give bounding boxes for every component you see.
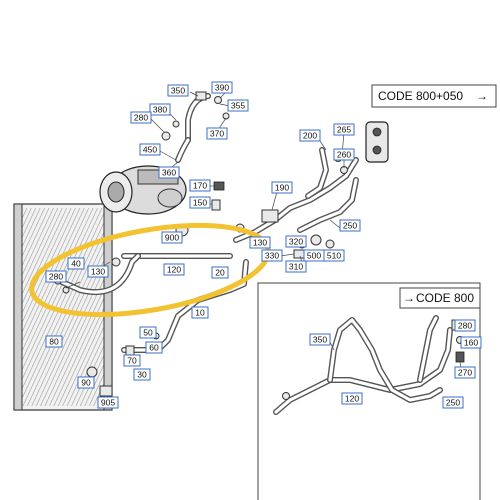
svg-text:355: 355 <box>231 101 245 111</box>
callout-250[interactable]: 250 <box>339 219 361 232</box>
callout-260[interactable]: 260 <box>333 148 355 161</box>
callout-310[interactable]: 310 <box>285 260 307 273</box>
condenser <box>13 203 113 411</box>
callout-510[interactable]: 510 <box>323 249 345 262</box>
svg-text:60: 60 <box>149 343 159 353</box>
callout-280[interactable]: 280 <box>130 111 152 124</box>
callout-150[interactable]: 150 <box>189 196 211 209</box>
svg-text:265: 265 <box>337 125 351 135</box>
callout-30[interactable]: 30 <box>133 368 151 381</box>
expansion-valve <box>365 121 389 163</box>
svg-text:10: 10 <box>195 308 205 318</box>
svg-text:510: 510 <box>327 251 341 261</box>
svg-text:905: 905 <box>101 398 115 408</box>
svg-text:330: 330 <box>265 251 279 261</box>
callout-130-left[interactable]: 130 <box>87 265 109 278</box>
inset-hose-lines <box>273 315 453 415</box>
svg-text:500: 500 <box>307 251 321 261</box>
callout-130-main[interactable]: 130 <box>249 236 271 249</box>
svg-text:190: 190 <box>275 183 289 193</box>
compressor <box>99 165 187 215</box>
callout-70[interactable]: 70 <box>123 354 141 367</box>
callout-170[interactable]: 170 <box>189 179 211 192</box>
svg-text:200: 200 <box>303 131 317 141</box>
svg-text:130: 130 <box>253 238 267 248</box>
svg-text:390: 390 <box>215 83 229 93</box>
callout-190[interactable]: 190 <box>271 181 293 194</box>
svg-text:270: 270 <box>458 368 472 378</box>
inset-frame <box>257 282 481 500</box>
callout-280-left[interactable]: 280 <box>45 270 67 283</box>
svg-text:130: 130 <box>91 267 105 277</box>
callout-350-inset[interactable]: 350 <box>309 333 331 346</box>
callout-120-inset[interactable]: 120 <box>341 392 363 405</box>
svg-text:250: 250 <box>446 398 460 408</box>
svg-text:160: 160 <box>464 338 478 348</box>
svg-text:90: 90 <box>81 378 91 388</box>
svg-text:450: 450 <box>143 145 157 155</box>
callout-60[interactable]: 60 <box>145 341 163 354</box>
callout-905[interactable]: 905 <box>97 396 119 409</box>
callout-330[interactable]: 330 <box>261 249 283 262</box>
callout-350[interactable]: 350 <box>167 84 189 97</box>
svg-text:CODE 800: CODE 800 <box>416 291 474 305</box>
callout-360[interactable]: 360 <box>158 166 180 179</box>
callout-320[interactable]: 320 <box>285 235 307 248</box>
callout-265[interactable]: 265 <box>333 123 355 136</box>
svg-text:280: 280 <box>134 113 148 123</box>
callout-10[interactable]: 10 <box>191 306 209 319</box>
svg-text:30: 30 <box>137 370 147 380</box>
svg-text:350: 350 <box>313 335 327 345</box>
callout-370[interactable]: 370 <box>206 127 228 140</box>
callout-40[interactable]: 40 <box>67 257 85 270</box>
highlight-ellipse <box>29 222 271 318</box>
svg-text:360: 360 <box>162 168 176 178</box>
code-label-main: CODE 800+050 → <box>371 84 497 108</box>
svg-text:280: 280 <box>458 321 472 331</box>
svg-text:370: 370 <box>210 129 224 139</box>
svg-text:→: → <box>403 291 415 305</box>
svg-text:310: 310 <box>289 262 303 272</box>
callout-355[interactable]: 355 <box>227 99 249 112</box>
svg-text:350: 350 <box>171 86 185 96</box>
svg-text:250: 250 <box>343 221 357 231</box>
svg-text:320: 320 <box>289 237 303 247</box>
svg-text:70: 70 <box>127 356 137 366</box>
svg-text:900: 900 <box>165 233 179 243</box>
svg-text:150: 150 <box>193 198 207 208</box>
callout-90[interactable]: 90 <box>77 376 95 389</box>
svg-text:120: 120 <box>345 394 359 404</box>
svg-text:20: 20 <box>215 268 225 278</box>
callout-270[interactable]: 270 <box>454 366 476 379</box>
callout-120-main[interactable]: 120 <box>163 263 185 276</box>
svg-text:260: 260 <box>337 150 351 160</box>
callout-20[interactable]: 20 <box>211 266 229 279</box>
callout-200[interactable]: 200 <box>299 129 321 142</box>
svg-text:120: 120 <box>167 265 181 275</box>
callout-450[interactable]: 450 <box>139 143 161 156</box>
svg-text:→: → <box>476 89 488 103</box>
svg-text:380: 380 <box>153 105 167 115</box>
callout-250-inset[interactable]: 250 <box>442 396 464 409</box>
callout-80[interactable]: 80 <box>45 335 63 348</box>
svg-text:80: 80 <box>49 337 59 347</box>
callout-50[interactable]: 50 <box>139 326 157 339</box>
callout-390[interactable]: 390 <box>211 81 233 94</box>
code-label-inset: → CODE 800 <box>399 287 481 309</box>
svg-text:50: 50 <box>143 328 153 338</box>
callout-380[interactable]: 380 <box>149 103 171 116</box>
svg-text:170: 170 <box>193 181 207 191</box>
svg-text:280: 280 <box>49 272 63 282</box>
svg-text:CODE 800+050: CODE 800+050 <box>378 89 463 103</box>
callout-160[interactable]: 160 <box>460 336 482 349</box>
svg-text:40: 40 <box>71 259 81 269</box>
callout-500[interactable]: 500 <box>303 249 325 262</box>
callout-280-inset[interactable]: 280 <box>454 319 476 332</box>
callout-900[interactable]: 900 <box>161 231 183 244</box>
